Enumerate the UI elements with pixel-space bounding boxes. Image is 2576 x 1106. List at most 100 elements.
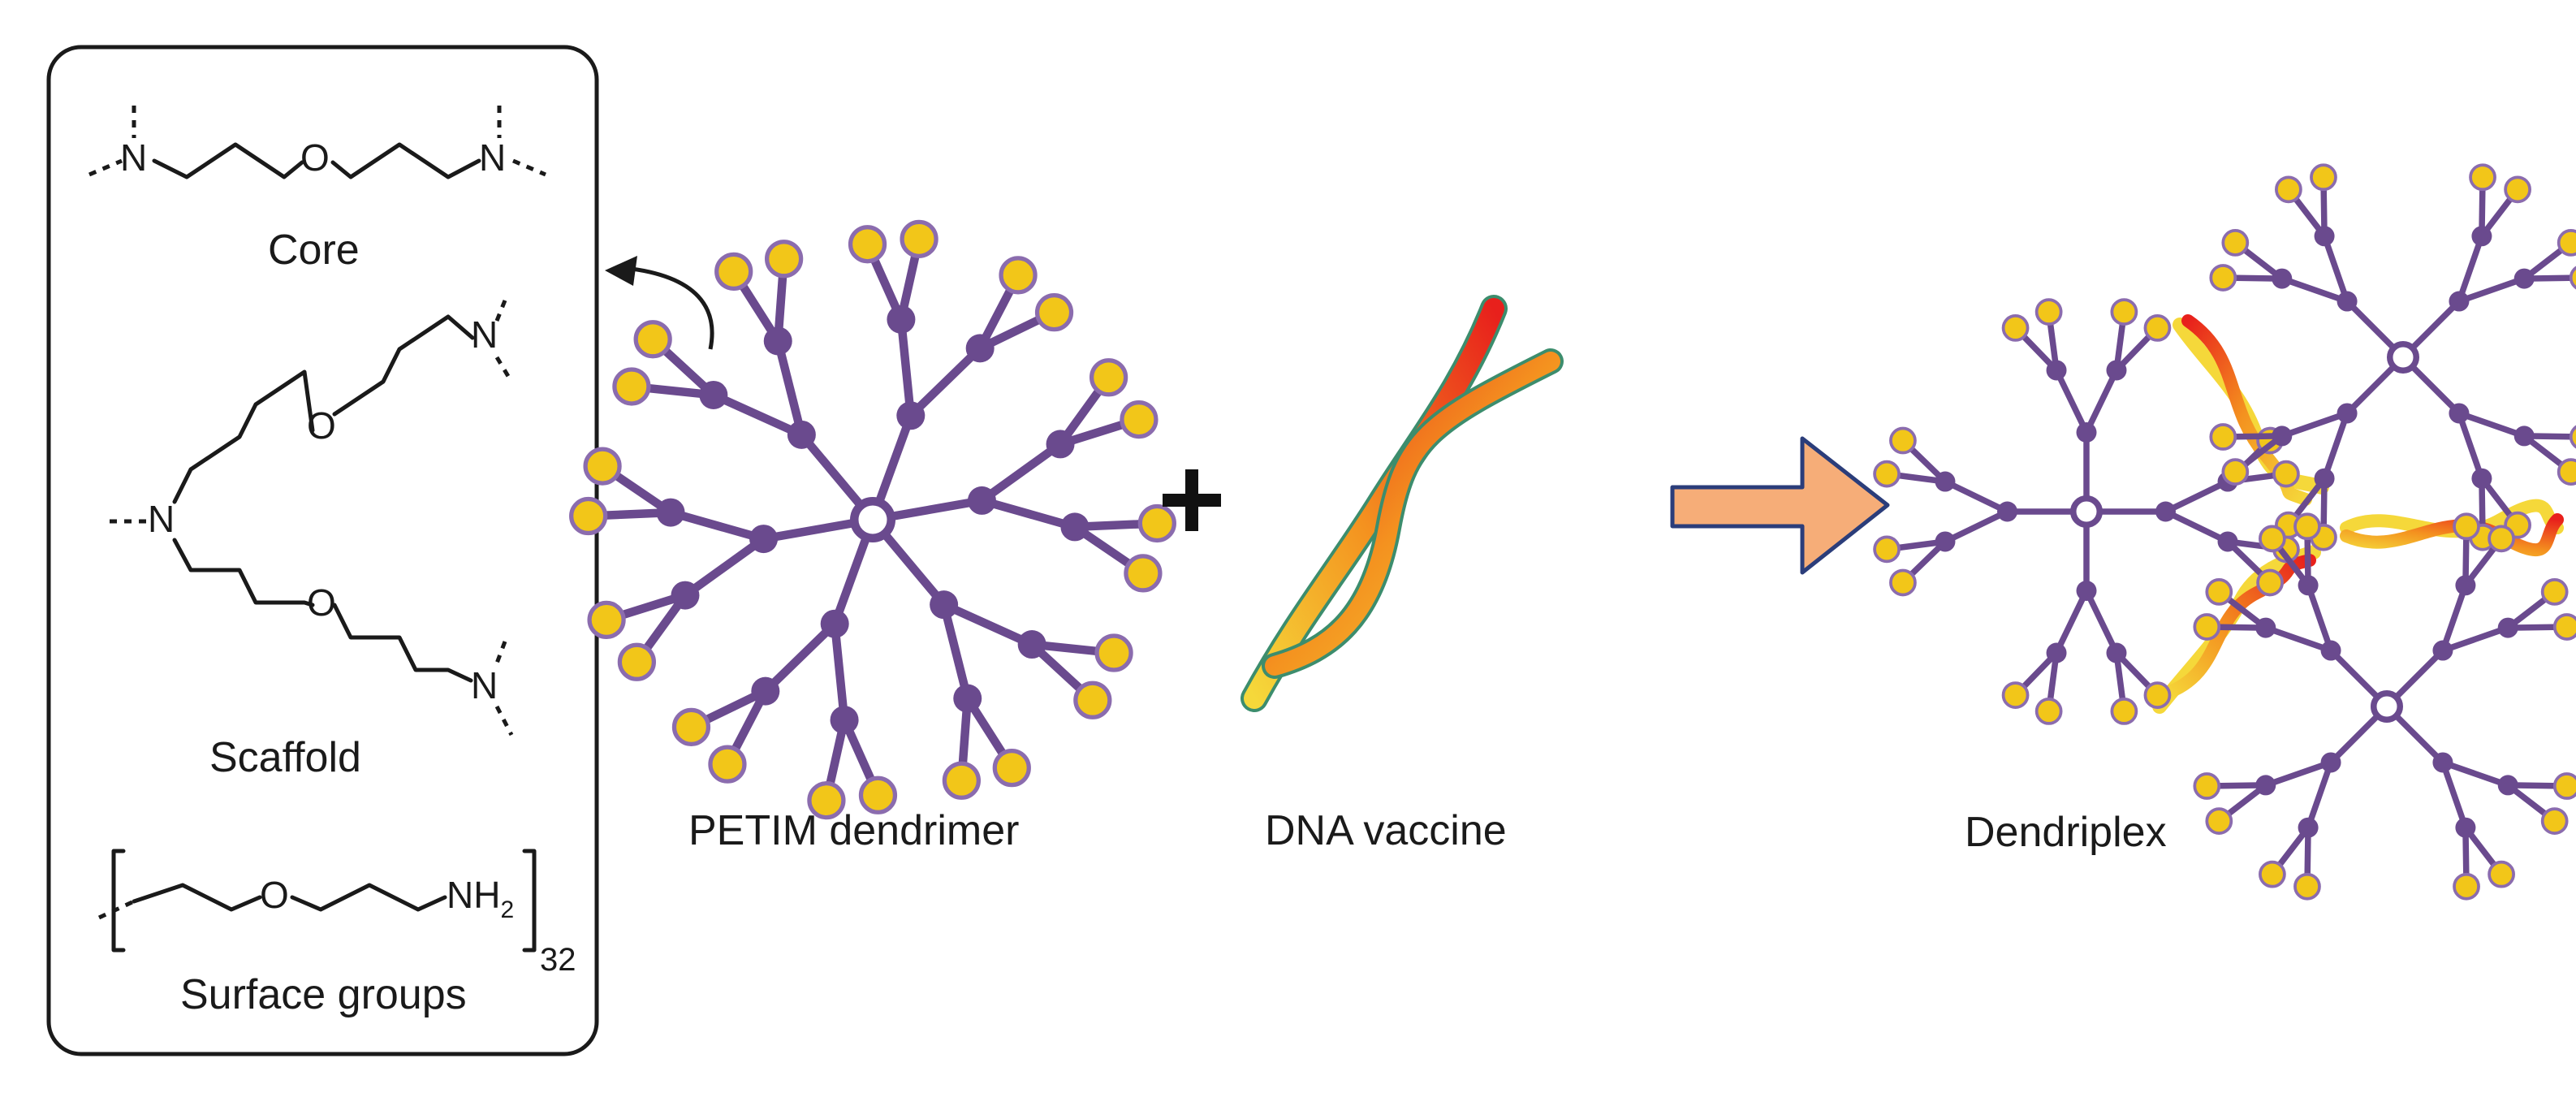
terminal-group [2205, 807, 2233, 835]
surface-structure: O NH2 32 Surface groups [97, 849, 576, 1018]
branch-node [763, 326, 792, 356]
terminal-group [2110, 298, 2138, 326]
branch-node [2298, 575, 2319, 596]
branch-node [896, 401, 926, 430]
terminal-group [1889, 568, 1917, 597]
terminal-group [2143, 681, 2172, 709]
terminal-group [2569, 425, 2576, 449]
terminal-group [1034, 293, 1074, 332]
branch-node [2320, 752, 2341, 773]
branch-node [787, 420, 816, 449]
terminal-group [1089, 358, 1128, 397]
branch-node [2046, 642, 2067, 663]
scaffold-structure: N O N O N Scaffold [110, 300, 514, 781]
dendrimer-core [850, 497, 895, 542]
terminal-group [1873, 535, 1901, 564]
terminal-group [2275, 175, 2302, 204]
terminal-group [2209, 423, 2237, 451]
branch-node [2513, 426, 2535, 447]
dendrimer-core [2371, 690, 2403, 723]
branch-node [2298, 817, 2319, 838]
terminal-group [2272, 460, 2300, 488]
core-structure: N O N Core [88, 106, 546, 274]
dna-vaccine-helix [1241, 295, 1564, 712]
terminal-group [1120, 400, 1159, 439]
branch-node [953, 684, 982, 713]
dendriplex-dendrimer-top [2209, 163, 2576, 551]
terminal-group [2001, 681, 2030, 709]
terminal-group [2143, 314, 2172, 342]
block-arrow-icon [1670, 436, 1890, 575]
terminal-group [2259, 860, 2286, 888]
branch-node [2217, 531, 2238, 552]
branch-node [671, 581, 700, 610]
panel-frame [46, 45, 599, 1056]
petim-dendrimer [569, 219, 1176, 820]
scaffold-n-upper: N [471, 313, 498, 356]
terminal-group [764, 240, 804, 279]
terminal-group [2540, 807, 2569, 835]
terminal-group [2557, 229, 2576, 257]
branch-node [1935, 531, 1956, 552]
terminal-group [1873, 460, 1901, 488]
terminal-group [2205, 578, 2233, 606]
terminal-group [900, 219, 938, 258]
branch-node [1060, 512, 1090, 542]
terminal-group [2504, 175, 2531, 204]
structure-panel: N O N Core N O N O N Scaf [46, 45, 599, 1056]
terminal-group [2552, 613, 2576, 641]
terminal-group [2552, 772, 2576, 800]
branch-node [967, 486, 996, 515]
branch-node [887, 305, 916, 334]
terminal-group [2193, 613, 2221, 641]
dendriplex-dna-strands [2152, 314, 2564, 714]
terminal-group [2293, 872, 2321, 901]
terminal-group [2001, 314, 2030, 342]
terminal-group [2293, 512, 2321, 541]
branch-node [820, 609, 849, 638]
branch-node [2471, 468, 2492, 489]
branch-node [2497, 617, 2518, 638]
branch-node [1935, 471, 1956, 492]
branch-node [2106, 360, 2127, 381]
branch-node [656, 498, 685, 527]
terminal-group [617, 642, 657, 681]
terminal-group [848, 225, 887, 264]
terminal-group [2256, 568, 2284, 597]
terminal-group [2569, 266, 2576, 290]
dendrimer-terminal-groups [2193, 512, 2576, 901]
terminal-group [583, 447, 622, 486]
dendrimer-terminal-groups [569, 219, 1176, 820]
branch-node [965, 334, 995, 363]
branch-node [2449, 291, 2470, 312]
branch-node [2272, 426, 2293, 447]
dendrimer-label: PETIM dendrimer [688, 807, 1019, 854]
scaffold-label: Scaffold [209, 734, 361, 781]
terminal-group [1889, 426, 1917, 455]
branch-node [1046, 430, 1075, 459]
branch-node [749, 525, 779, 554]
dendrimer-nodes [2255, 575, 2518, 838]
branch-node [2497, 775, 2518, 796]
branch-node [2076, 422, 2097, 443]
terminal-group [2193, 772, 2221, 800]
branch-node [1997, 501, 2017, 522]
terminal-group [633, 320, 672, 359]
terminal-group [2110, 698, 2138, 725]
branch-node [2272, 268, 2293, 289]
terminal-group [569, 496, 608, 536]
branch-node [1017, 630, 1046, 659]
plus-icon [1163, 469, 1221, 531]
terminal-group [2310, 163, 2337, 192]
branch-node [2455, 575, 2476, 596]
branch-node [2513, 268, 2535, 289]
terminal-group [2221, 458, 2250, 486]
terminal-group [1094, 633, 1133, 672]
terminal-group [2209, 264, 2237, 292]
terminal-group [2540, 578, 2569, 606]
branch-node [699, 380, 728, 409]
branch-node [2432, 640, 2453, 661]
branch-node [2449, 403, 2470, 424]
core-o: O [300, 136, 330, 179]
terminal-group [858, 775, 898, 814]
